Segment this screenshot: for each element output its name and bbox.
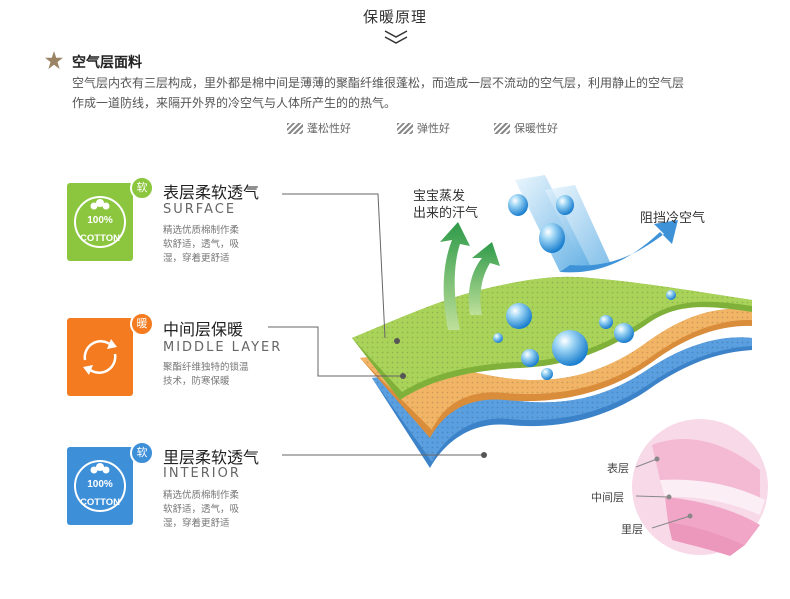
middle-layer-shape: [360, 308, 752, 438]
connector-line: [282, 193, 386, 339]
logo-bottom-text: COTTON: [80, 497, 120, 508]
connector-dot: [400, 373, 406, 379]
soft-badge: 软: [130, 176, 154, 200]
desc-line: 软舒适，透气，吸: [163, 504, 240, 515]
sweat-arrow: [440, 222, 470, 330]
hatch-swatch-icon: [494, 122, 510, 134]
logo-bottom-text: COTTON: [80, 233, 120, 244]
middle-desc: 聚酯纤维独特的锁温 技术，防寒保暖: [163, 361, 271, 389]
sweat-arrow: [468, 242, 500, 315]
recycle-arrows-icon: [83, 339, 117, 375]
desc-line: 精选优质棉制作柔: [163, 225, 240, 236]
interior-desc: 精选优质棉制作柔 软舒适，透气，吸 湿，穿着更舒适: [163, 489, 271, 531]
desc-line: 聚酯纤维独特的锁温: [163, 362, 249, 373]
desc-line: 湿，穿着更舒适: [163, 518, 230, 529]
desc-line: 软舒适，透气，吸: [163, 239, 240, 250]
middle-subtitle: MIDDLE LAYER: [163, 340, 283, 355]
hatch-swatch-icon: [397, 122, 413, 134]
cold-air-arrow: [560, 220, 678, 273]
connector-dot: [481, 452, 487, 458]
interior-layer-shape: [372, 337, 752, 468]
middle-card: [67, 318, 133, 396]
desc-line: 精选优质棉制作柔: [163, 490, 240, 501]
legend-item-warm: 保暖性好: [494, 120, 558, 136]
intro-line: 作成一道防线，来隔开外界的冷空气与人体所产生的的热气。: [72, 96, 397, 110]
surface-title: 表层柔软透气: [163, 183, 260, 202]
star-icon: [45, 51, 63, 69]
sample-label-inner: 里层: [621, 523, 643, 536]
legend-label: 弹性好: [417, 122, 450, 135]
sample-label-outer: 表层: [607, 462, 629, 475]
legend-item-fluffy: 蓬松性好: [287, 120, 351, 136]
legend-label: 保暖性好: [514, 122, 558, 135]
label-line: 出来的汗气: [413, 206, 479, 221]
desc-line: 技术，防寒保暖: [163, 376, 230, 387]
desc-line: 湿，穿着更舒适: [163, 253, 230, 264]
soft-badge: 软: [130, 441, 154, 465]
section-title: 空气层面料: [72, 55, 142, 71]
cold-air-label: 阻挡冷空气: [640, 211, 706, 226]
surface-card: 100% COTTON: [67, 183, 133, 261]
page-title: 保暖原理: [362, 8, 427, 26]
surface-desc: 精选优质棉制作柔 软舒适，透气，吸 湿，穿着更舒适: [163, 224, 271, 266]
surface-subtitle: SURFACE: [163, 202, 237, 217]
hatch-swatch-icon: [287, 122, 303, 134]
section-intro: 空气层内衣有三层构成，里外都是棉中间是薄薄的聚酯纤维很蓬松，而造成一层不流动的空…: [72, 73, 772, 113]
logo-top-text: 100%: [87, 215, 113, 226]
label-line: 宝宝蒸发: [413, 189, 466, 204]
chevron-down-icon: [384, 30, 408, 44]
legend-label: 蓬松性好: [307, 122, 351, 135]
sample-label-middle: 中间层: [591, 491, 624, 504]
middle-title: 中间层保暖: [163, 320, 244, 339]
interior-title: 里层柔软透气: [163, 448, 260, 467]
connector-dot: [394, 338, 400, 344]
water-drops: [493, 194, 676, 380]
logo-top-text: 100%: [87, 479, 113, 490]
interior-subtitle: INTERIOR: [163, 466, 241, 481]
cotton-logo-icon: 100% COTTON: [74, 460, 126, 512]
intro-line: 空气层内衣有三层构成，里外都是棉中间是薄薄的聚酯纤维很蓬松，而造成一层不流动的空…: [72, 76, 685, 90]
warm-badge: 暖: [130, 312, 154, 336]
cotton-logo-icon: 100% COTTON: [74, 196, 126, 248]
fabric-sample-photo: [632, 419, 768, 556]
interior-card: 100% COTTON: [67, 447, 133, 525]
connector-line: [268, 326, 403, 377]
legend-item-elastic: 弹性好: [397, 120, 450, 136]
sweat-label: 宝宝蒸发 出来的汗气: [413, 188, 478, 222]
